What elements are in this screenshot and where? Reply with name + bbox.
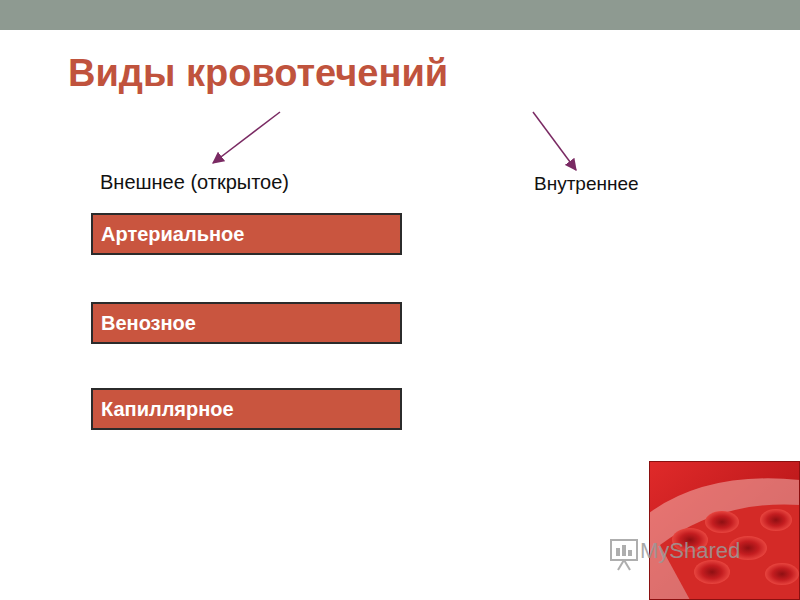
bleeding-type-box: Венозное xyxy=(91,302,402,344)
blood-vessel-picture xyxy=(649,461,800,600)
branch-arrow xyxy=(213,112,280,163)
box-text: Венозное xyxy=(93,312,204,335)
bleeding-type-box: Артериальное xyxy=(91,213,402,255)
top-bar xyxy=(0,0,800,30)
watermark-icon xyxy=(611,540,637,570)
diagram-title: Виды кровотечений xyxy=(68,52,448,95)
box-text: Артериальное xyxy=(93,223,252,246)
branch-label: Внешнее (открытое) xyxy=(100,171,289,194)
watermark-text: MyShared xyxy=(640,538,740,564)
box-text: Капиллярное xyxy=(93,398,242,421)
branch-label: Внутреннее xyxy=(534,173,639,195)
branch-arrow xyxy=(533,112,576,170)
bleeding-type-box: Капиллярное xyxy=(91,388,402,430)
